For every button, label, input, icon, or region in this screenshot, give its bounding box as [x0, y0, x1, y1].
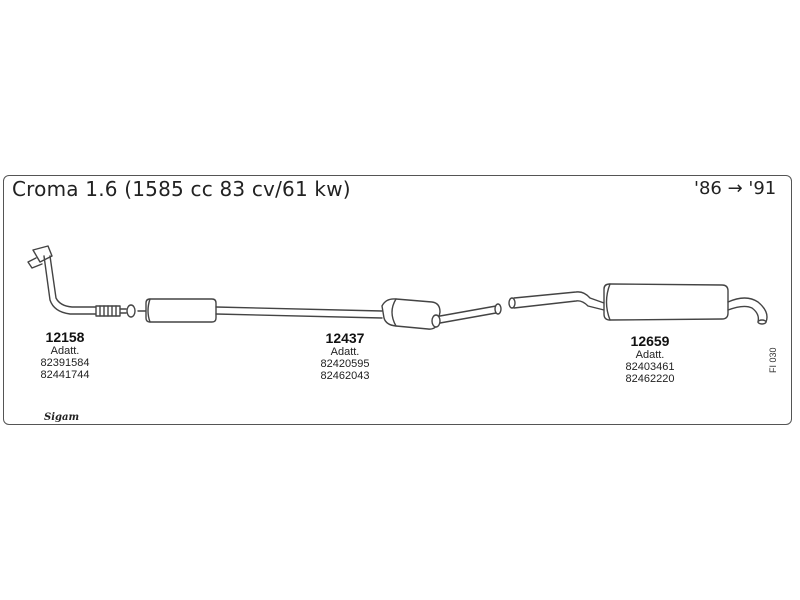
part-code: 82441744 [40, 369, 90, 381]
part-number: 12659 [630, 333, 670, 349]
year-range: '86 → '91 [694, 178, 777, 199]
vehicle-title: Croma 1.6 (1585 cc 83 cv/61 kw) [12, 177, 351, 201]
brand-logo: Sigam [44, 412, 80, 423]
diagram-frame [3, 175, 792, 425]
intermediate-pipe-12437 [137, 298, 502, 330]
part-code: 82462220 [625, 373, 675, 385]
part-code: 82462043 [320, 370, 370, 382]
rear-silencer-12659 [508, 283, 768, 325]
part-adapter-label: Adatt. [330, 346, 360, 358]
front-pipe-12158 [27, 245, 136, 318]
diagram-reference-code: FI 030 [768, 347, 778, 373]
part-code: 82420595 [320, 358, 370, 370]
part-12659: 12659 Adatt. 82403461 82462220 [618, 333, 682, 385]
part-code: 82391584 [40, 357, 90, 369]
part-12158: 12158 Adatt. 82391584 82441744 [35, 329, 95, 381]
part-code: 82403461 [625, 361, 675, 373]
part-number: 12437 [325, 330, 365, 346]
part-number: 12158 [45, 329, 85, 345]
part-12437: 12437 Adatt. 82420595 82462043 [313, 330, 377, 382]
part-adapter-label: Adatt. [50, 345, 80, 357]
part-adapter-label: Adatt. [635, 349, 665, 361]
